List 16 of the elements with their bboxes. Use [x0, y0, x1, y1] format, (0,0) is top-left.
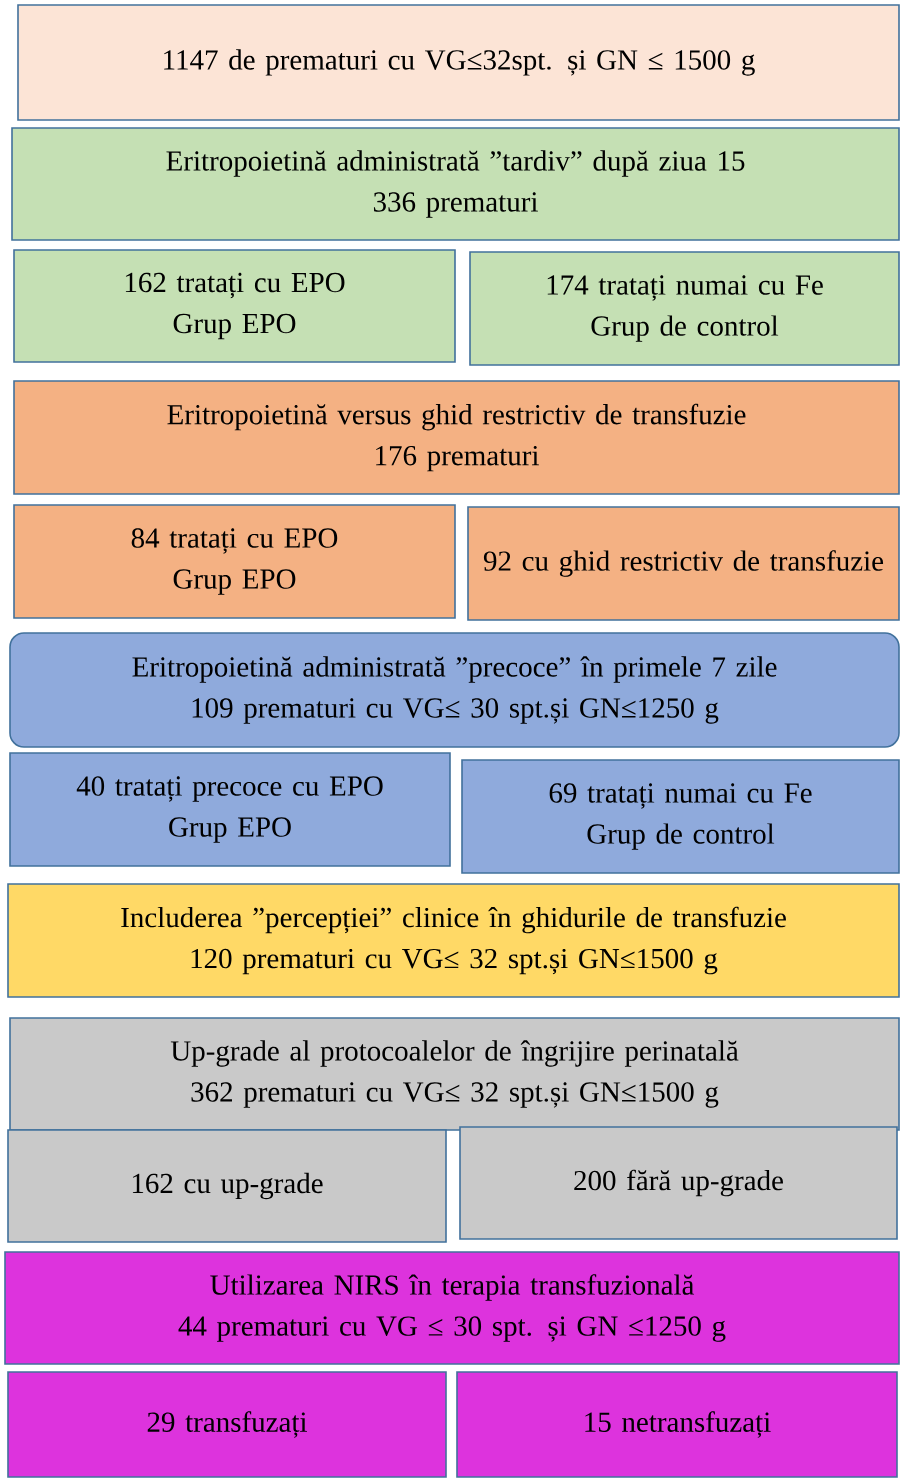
group-box: 69 tratați numai cu Fe Grup de control: [461, 759, 900, 874]
group-box: 29 transfuzați: [7, 1371, 447, 1478]
group-box: 162 cu up-grade: [7, 1129, 447, 1243]
group-box: 15 netransfuzați: [456, 1371, 898, 1478]
group-box: 162 tratați cu EPO Grup EPO: [13, 249, 456, 363]
group-box: 92 cu ghid restrictiv de transfuzie: [467, 506, 900, 621]
group-box: 40 tratați precoce cu EPO Grup EPO: [9, 752, 451, 867]
group-box: 200 fără up-grade: [459, 1126, 898, 1240]
study-box: Eritropoietină administrată ”precoce” în primele 7 zile 109 prematuri cu VG≤ 30 spt.și GN≤1250 g: [9, 632, 900, 748]
group-box: 174 tratați numai cu Fe Grup de control: [469, 251, 900, 366]
study-box: 1147 de prematuri cu VG≤32spt. și GN ≤ 1500 g: [17, 4, 900, 121]
study-box: Utilizarea NIRS în terapia transfuzională 44 prematuri cu VG ≤ 30 spt. și GN ≤1250 g: [4, 1251, 900, 1365]
study-box: Eritropoietină versus ghid restrictiv de transfuzie 176 prematuri: [13, 380, 900, 495]
study-box: Includerea ”percepției” clinice în ghidurile de transfuzie 120 prematuri cu VG≤ 32 spt.și GN≤1500 g: [7, 883, 900, 998]
group-box: 84 tratați cu EPO Grup EPO: [13, 504, 456, 619]
study-box: Eritropoietină administrată ”tardiv” după ziua 15 336 prematuri: [11, 127, 900, 241]
